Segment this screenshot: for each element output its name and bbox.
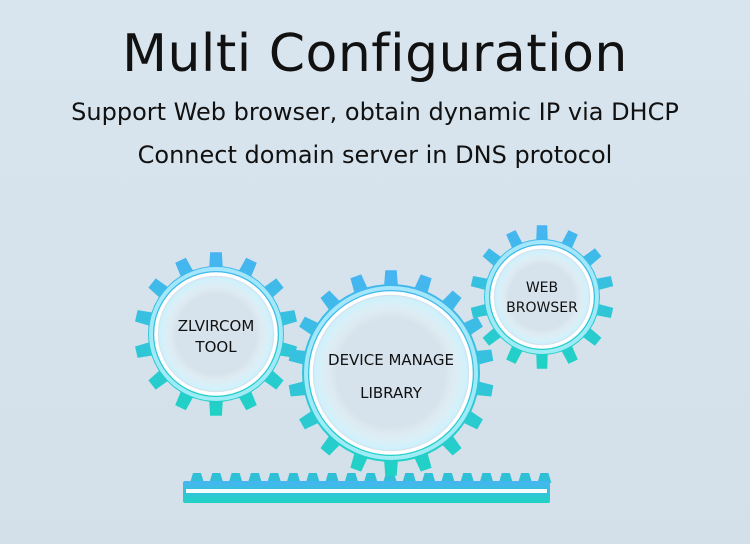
gear-left-label: ZLVIRCOM TOOL <box>156 317 276 357</box>
gear-right-line1: WEB <box>525 280 559 296</box>
gear-right-label: WEB BROWSER <box>498 280 586 316</box>
subtitle-line-1: Support Web browser, obtain dynamic IP v… <box>71 98 679 126</box>
subtitle-line-2: Connect domain server in DNS protocol <box>137 141 613 169</box>
gear-left-line1: ZLVIRCOM <box>177 317 255 335</box>
gear-center <box>288 270 494 476</box>
gear-center-label: DEVICE MANAGE LIBRARY <box>311 351 471 403</box>
gear-center-line2: LIBRARY <box>360 384 422 403</box>
page-title: Multi Configuration <box>122 24 628 84</box>
gear-left <box>135 252 297 416</box>
gear-left-line2: TOOL <box>195 338 237 357</box>
gear-right <box>470 225 614 369</box>
gear-right-line2: BROWSER <box>506 300 578 317</box>
rack-bar <box>183 473 552 503</box>
gear-center-line1: DEVICE MANAGE <box>328 351 454 369</box>
